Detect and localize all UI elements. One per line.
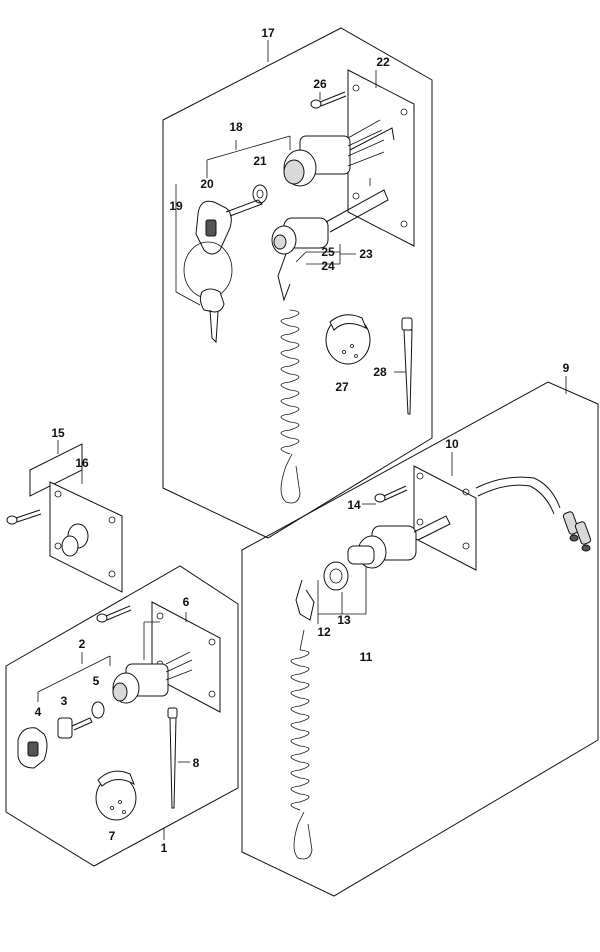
lanyard-24: [277, 253, 301, 504]
callout-13: 13: [337, 613, 351, 627]
key-3: [57, 717, 93, 739]
callout-9: 9: [563, 361, 570, 375]
cable-tie-28: [401, 317, 413, 415]
callout-20: 20: [200, 177, 214, 191]
callout-26: 26: [313, 77, 327, 91]
callout-23: 23: [359, 247, 373, 261]
callout-4: 4: [35, 705, 42, 719]
cable-tie-8: [167, 707, 178, 809]
assembly-group-17: [162, 27, 433, 539]
callout-3: 3: [61, 694, 68, 708]
connector-cable: [475, 476, 592, 552]
callout-8: 8: [193, 756, 200, 770]
callout-7: 7: [109, 829, 116, 843]
knob: [61, 523, 89, 557]
callout-17: 17: [261, 26, 275, 40]
callout-10: 10: [445, 437, 459, 451]
screw: [96, 605, 132, 623]
assembly-group-9: [241, 376, 599, 897]
key-20: [195, 199, 263, 255]
stop-switch-25: [271, 178, 389, 255]
group-17-frame: [162, 27, 433, 539]
callout-22: 22: [376, 55, 390, 69]
key-ring-19: [183, 241, 233, 344]
key-switch-18: [283, 119, 395, 187]
lanyard-12: [290, 579, 315, 860]
key-cover-4: [17, 727, 48, 769]
callout-16: 16: [75, 456, 89, 470]
nut-13: [323, 561, 349, 591]
assembly-group-1: [5, 565, 239, 867]
screw-14: [374, 485, 408, 503]
washer-5: [91, 701, 105, 719]
callout-25: 25: [321, 245, 335, 259]
callout-15: 15: [51, 426, 65, 440]
callout-6: 6: [183, 595, 190, 609]
cap-7: [95, 770, 137, 821]
callout-2: 2: [79, 637, 86, 651]
callout-5: 5: [93, 674, 100, 688]
callout-27: 27: [335, 380, 349, 394]
assembly-group-15: [6, 440, 123, 593]
callout-18: 18: [229, 120, 243, 134]
screw-26: [310, 91, 347, 109]
stop-switch-11: [347, 515, 451, 569]
callout-21: 21: [253, 154, 267, 168]
washer-21: [252, 184, 268, 204]
group-9-frame: [241, 381, 599, 897]
mounting-plate-10: [413, 465, 477, 571]
callout-1: 1: [161, 841, 168, 855]
callout-28: 28: [373, 365, 387, 379]
screw: [6, 509, 42, 525]
mounting-plate-22: [347, 69, 415, 247]
key-switch: [112, 651, 193, 704]
cap-27: [325, 314, 371, 365]
callout-labels: 1 2 3 4 5 6 7 8 9 10 11 12 13 14 15 16 1…: [35, 26, 570, 855]
callout-11: 11: [360, 650, 373, 664]
mounting-plate-6: [151, 601, 221, 713]
callout-12: 12: [317, 625, 331, 639]
callout-14: 14: [347, 498, 361, 512]
callout-24: 24: [321, 259, 335, 273]
callout-19: 19: [169, 199, 183, 213]
group-1-frame: [5, 565, 239, 867]
